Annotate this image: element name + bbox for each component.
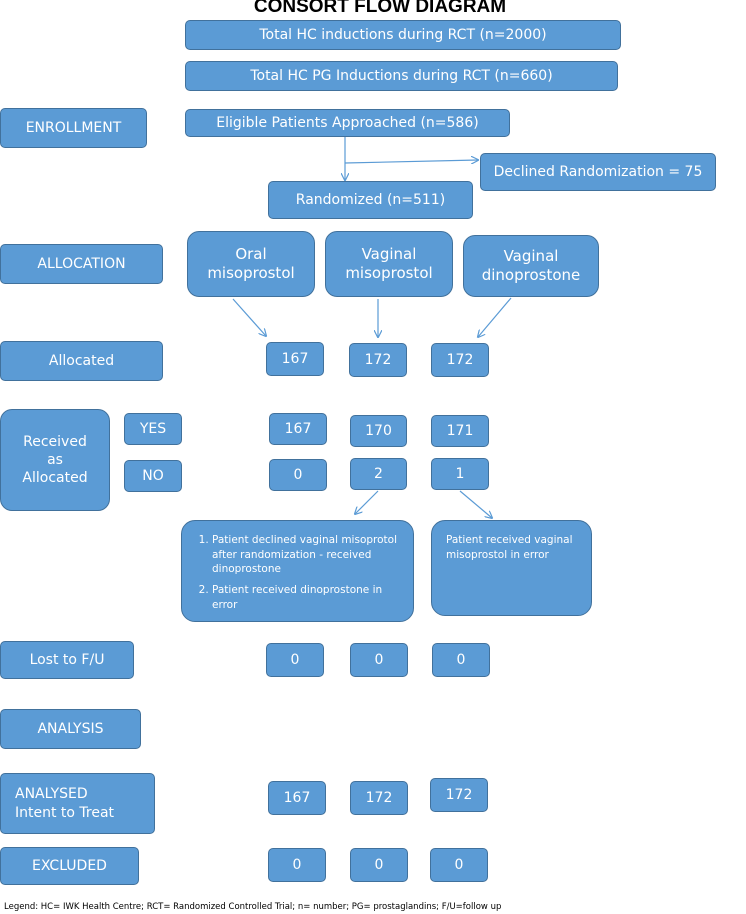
- analysed-count-oral: 167: [268, 781, 326, 815]
- arrow-no-2-to-note: [355, 490, 379, 514]
- arm-name-oral-misoprostol: Oral misoprostol: [187, 231, 315, 297]
- stage-lost-to-followup: Lost to F/U: [0, 641, 134, 679]
- received-no-label: NO: [124, 460, 182, 492]
- note-vaginal-misoprostol: Patient declined vaginal misoprotol afte…: [181, 520, 414, 622]
- excluded-count-vaginal-dinoprostone: 0: [430, 848, 488, 882]
- stage-analysis: ANALYSIS: [0, 709, 141, 749]
- stage-received-as-allocated: Received as Allocated: [0, 409, 110, 511]
- total-hc-inductions-box: Total HC inductions during RCT (n=2000): [185, 20, 621, 50]
- stage-allocation: ALLOCATION: [0, 244, 163, 284]
- arrow-no-1-to-note: [459, 490, 492, 518]
- allocated-count-oral: 167: [266, 342, 324, 376]
- stage-allocated: Allocated: [0, 341, 163, 381]
- legend-text: Legend: HC= IWK Health Centre; RCT= Rand…: [4, 902, 502, 912]
- arrow-approached-to-declined: [344, 160, 478, 163]
- total-pg-inductions-box: Total HC PG Inductions during RCT (n=660…: [185, 61, 618, 91]
- lost-count-vaginal-dinoprostone: 0: [432, 643, 490, 677]
- received-yes-count-vaginal-dinoprostone: 171: [431, 415, 489, 447]
- received-yes-count-vaginal-misoprostol: 170: [350, 415, 407, 447]
- note-vaginal-misoprostol-item-2: Patient received dinoprostone in error: [212, 583, 403, 612]
- received-no-count-oral: 0: [269, 459, 327, 491]
- excluded-count-vaginal-misoprostol: 0: [350, 848, 408, 882]
- note-vaginal-dinoprostone: Patient received vaginal misoprostol in …: [431, 520, 592, 616]
- lost-count-oral: 0: [266, 643, 324, 677]
- allocated-count-vaginal-misoprostol: 172: [349, 343, 407, 377]
- lost-count-vaginal-misoprostol: 0: [350, 643, 408, 677]
- stage-excluded: EXCLUDED: [0, 847, 139, 885]
- randomized-box: Randomized (n=511): [268, 181, 473, 219]
- diagram-title: CONSORT FLOW DIAGRAM: [253, 0, 507, 17]
- received-yes-label: YES: [124, 413, 182, 445]
- stage-enrollment: ENROLLMENT: [0, 108, 147, 148]
- stage-analysed-itt: ANALYSED Intent to Treat: [0, 773, 155, 834]
- excluded-count-oral: 0: [268, 848, 326, 882]
- received-no-count-vaginal-misoprostol: 2: [350, 458, 407, 490]
- allocated-count-vaginal-dinoprostone: 172: [431, 343, 489, 377]
- note-vaginal-misoprostol-item-1: Patient declined vaginal misoprotol afte…: [212, 533, 403, 577]
- analysed-count-vaginal-dinoprostone: 172: [430, 778, 488, 812]
- declined-randomization-box: Declined Randomization = 75: [480, 153, 716, 191]
- arm-name-vaginal-dinoprostone: Vaginal dinoprostone: [463, 235, 599, 297]
- received-no-count-vaginal-dinoprostone: 1: [431, 458, 489, 490]
- analysed-count-vaginal-misoprostol: 172: [350, 781, 408, 815]
- arrow-vaginal-dinoprostone-to-allocated: [478, 297, 512, 337]
- arrow-oral-to-allocated: [232, 298, 266, 336]
- eligible-approached-box: Eligible Patients Approached (n=586): [185, 109, 510, 137]
- received-yes-count-oral: 167: [269, 413, 327, 445]
- arm-name-vaginal-misoprostol: Vaginal misoprostol: [325, 231, 453, 297]
